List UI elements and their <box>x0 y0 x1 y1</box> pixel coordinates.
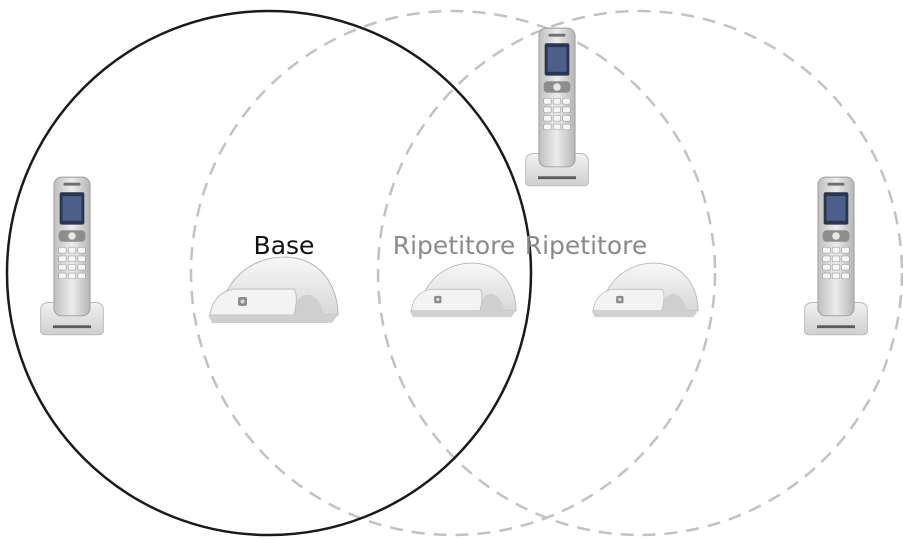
repeater-range-circle-1 <box>189 9 717 537</box>
base-range-circle <box>5 9 533 537</box>
handset-right-icon <box>804 176 868 336</box>
repeater-1-icon <box>409 262 517 318</box>
base-station-icon <box>207 256 339 324</box>
repeater-2-label: Ripetitore <box>525 231 648 260</box>
base-label: Base <box>254 231 315 260</box>
repeater-2-icon <box>591 262 699 318</box>
repeater-range-circle-2 <box>376 9 903 537</box>
repeater-1-label: Ripetitore <box>393 231 516 260</box>
handset-top-icon <box>525 27 589 187</box>
handset-left-icon <box>40 176 104 336</box>
